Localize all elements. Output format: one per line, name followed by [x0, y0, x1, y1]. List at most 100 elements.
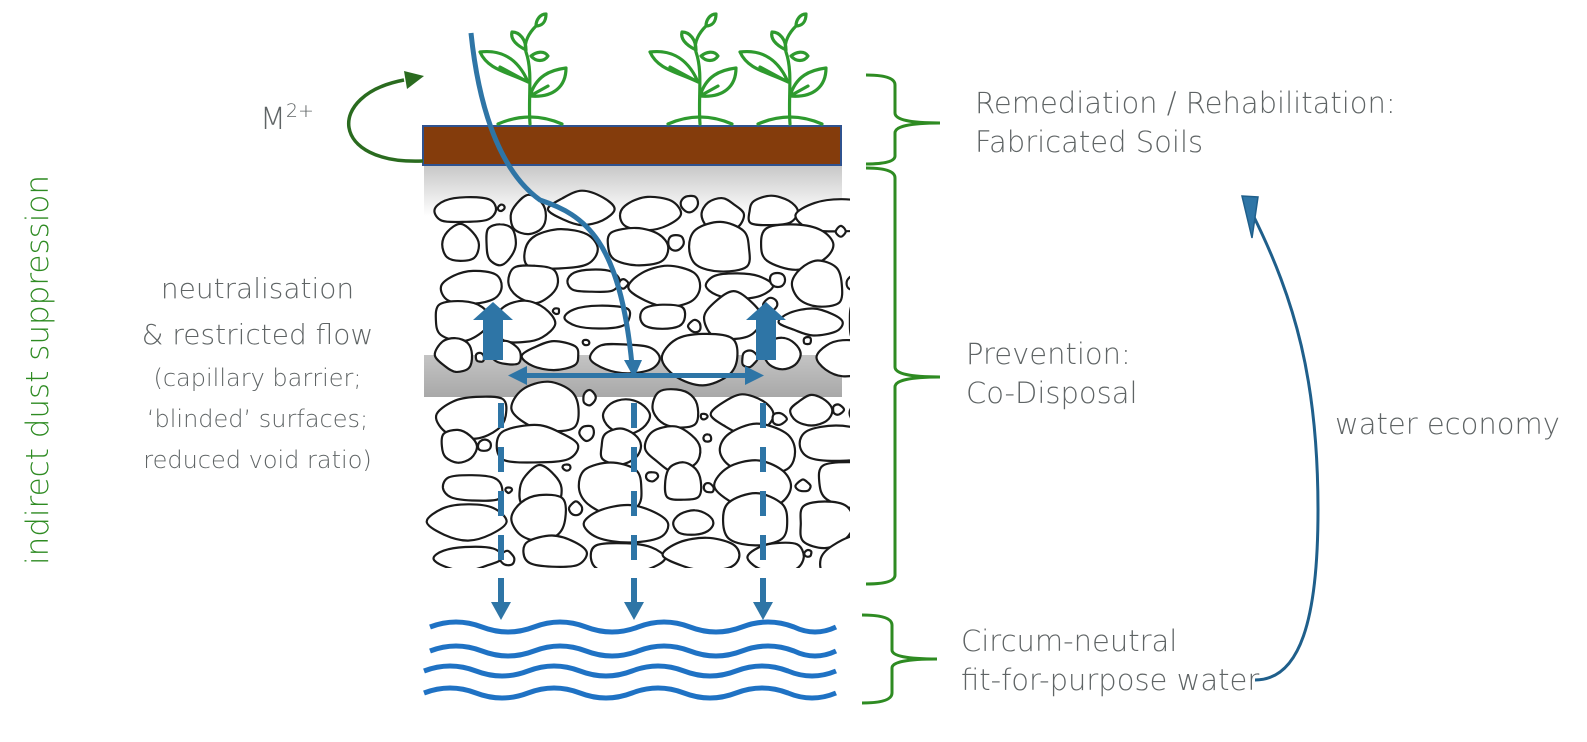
- water-economy-arrow: [1241, 195, 1320, 682]
- remediation-line-1: Remediation / Rehabilitation:: [975, 86, 1396, 120]
- rock: [803, 548, 813, 558]
- rock: [704, 272, 775, 300]
- seep-dash: [760, 491, 766, 516]
- rock: [660, 332, 739, 387]
- rock: [561, 463, 572, 472]
- rock: [441, 222, 481, 263]
- rock: [644, 471, 660, 483]
- seep-dash: [760, 535, 766, 560]
- rock: [425, 503, 508, 542]
- seep-dash: [631, 535, 637, 560]
- rock: [485, 223, 517, 267]
- rock: [639, 303, 687, 330]
- up-arrow-shaft: [483, 318, 503, 360]
- rock: [546, 189, 616, 227]
- rock: [578, 424, 596, 443]
- rock: [522, 534, 589, 568]
- fabricated-soil-layer: [422, 125, 842, 166]
- rock: [686, 318, 702, 334]
- rock: [702, 289, 763, 341]
- plant-icon: [648, 12, 738, 126]
- water-wave: [423, 685, 837, 701]
- rock: [507, 264, 560, 305]
- rock: [741, 349, 759, 369]
- rock: [582, 388, 597, 407]
- up-arrow-head: [746, 302, 786, 320]
- rock: [771, 411, 788, 427]
- water-wave: [429, 619, 838, 635]
- water-wave: [423, 663, 837, 679]
- water-line-1: Circum-neutral: [961, 624, 1178, 658]
- rock: [476, 438, 493, 452]
- rock: [441, 474, 504, 502]
- rock: [504, 486, 514, 495]
- remediation-line-2: Fabricated Soils: [975, 125, 1204, 159]
- rock: [777, 307, 844, 337]
- seep-dash: [498, 403, 504, 428]
- rock: [687, 220, 751, 273]
- rock: [434, 395, 508, 440]
- rock: [798, 424, 850, 463]
- mechanism-line-2: & restricted flow: [141, 318, 374, 351]
- metal-cycle-arrow: [347, 71, 424, 163]
- rock: [433, 196, 498, 224]
- rock: [496, 203, 506, 213]
- seep-dash: [498, 491, 504, 516]
- rock: [790, 259, 844, 308]
- rock: [495, 423, 580, 464]
- seep-arrow-head: [491, 602, 511, 620]
- seep-arrow-head: [624, 602, 644, 620]
- mechanism-line-1: neutralisation: [160, 272, 355, 305]
- water-line-2: fit-for-purpose water: [961, 663, 1260, 697]
- plant-icon: [478, 12, 568, 126]
- rock: [845, 275, 850, 291]
- rock: [872, 431, 889, 444]
- rock: [721, 491, 789, 547]
- remediation-label: Remediation / Rehabilitation: Fabricated…: [975, 84, 1396, 162]
- rock: [848, 306, 850, 337]
- water-economy-label: water economy: [1335, 407, 1560, 441]
- up-arrow-shaft: [756, 318, 776, 360]
- mechanism-label: neutralisation & restricted flow (capill…: [130, 266, 385, 481]
- rock: [618, 195, 683, 232]
- rock: [789, 393, 834, 427]
- mechanism-line-5: reduced void ratio): [143, 446, 372, 474]
- rock: [746, 541, 805, 568]
- rock: [702, 482, 715, 494]
- rock: [802, 335, 813, 346]
- rock: [834, 224, 847, 238]
- rock: [566, 268, 621, 294]
- rock: [589, 542, 667, 568]
- rock: [853, 501, 871, 518]
- rock: [661, 536, 741, 568]
- rock: [870, 355, 879, 364]
- rock: [551, 307, 561, 316]
- metal-ion-label: M2+: [260, 100, 314, 137]
- prevention-line-1: Prevention:: [966, 337, 1131, 371]
- rock: [831, 403, 846, 416]
- seep-dash: [631, 491, 637, 516]
- seep-dash: [498, 535, 504, 560]
- rock: [848, 407, 850, 419]
- rock: [567, 500, 584, 517]
- rock: [925, 413, 931, 419]
- rock: [588, 342, 661, 375]
- rock: [815, 338, 850, 378]
- seep-dash: [498, 447, 504, 472]
- water-label: Circum-neutral fit-for-purpose water: [961, 622, 1259, 700]
- rock: [440, 428, 479, 464]
- metal-ion-symbol: M: [260, 102, 286, 137]
- plants-group: [478, 12, 828, 126]
- rock: [651, 388, 700, 429]
- prevention-bracket: [865, 166, 941, 586]
- rock: [606, 226, 670, 267]
- rock: [794, 198, 850, 233]
- seepage-arrows: [491, 403, 773, 620]
- rock: [434, 299, 492, 343]
- mechanism-line-4: ‘blinded’ surfaces;: [146, 405, 369, 433]
- seep-dash: [760, 403, 766, 428]
- rock: [886, 204, 899, 219]
- water-wave: [429, 643, 838, 659]
- rock: [817, 461, 850, 509]
- metal-ion-charge: 2+: [285, 100, 314, 122]
